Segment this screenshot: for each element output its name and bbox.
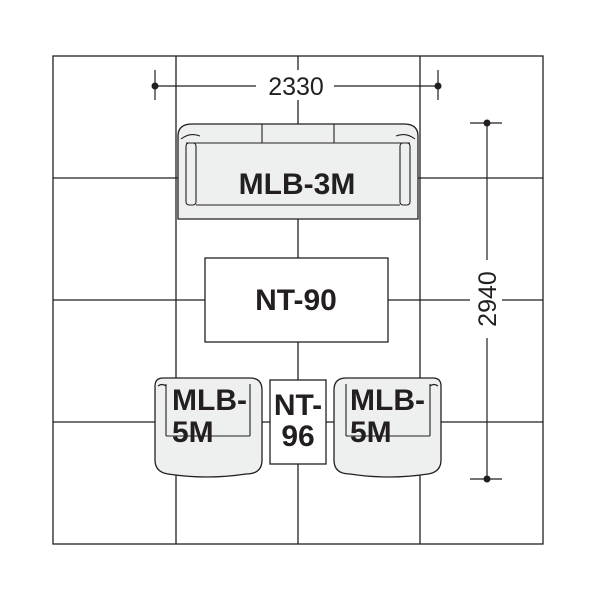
armchair-left-corner [157, 383, 167, 387]
center-table-label: NT-90 [255, 284, 337, 317]
width-dimension-dot-right [434, 82, 442, 90]
center-table-top [204, 257, 389, 343]
sofa-three-seat-arm-right [399, 142, 411, 206]
sofa-three-seat-corner-right [395, 133, 416, 140]
sofa-three-seat-corner-left [180, 133, 201, 140]
sofa-three-seat-frame [177, 123, 419, 220]
sofa-three-seat-label: MLB-3M [239, 168, 356, 201]
side-table-label-line2: 96 [281, 420, 314, 453]
depth-dimension: 2940 [470, 119, 502, 483]
depth-dimension-dot-bottom [483, 475, 491, 483]
armchair-right: MLB- 5M [333, 377, 442, 478]
width-dimension-label: 2330 [268, 73, 324, 101]
armchair-left-frame [154, 377, 263, 478]
armchair-right-label-line2: 5M [350, 416, 392, 449]
depth-dimension-mask [470, 258, 502, 340]
side-table-top [269, 379, 327, 465]
armchair-left-label-line1: MLB- [172, 384, 247, 417]
depth-dimension-label: 2940 [474, 271, 502, 327]
center-table: NT-90 [204, 257, 389, 343]
depth-dimension-dot-top [483, 119, 491, 127]
armchair-right-frame [333, 377, 442, 478]
armchair-left-label-line2: 5M [172, 416, 214, 449]
armchair-right-label-line1: MLB- [350, 384, 425, 417]
armchair-right-corner [429, 383, 439, 387]
sofa-three-seat-arm-left [185, 142, 197, 206]
width-dimension: 2330 [151, 70, 442, 101]
sofa-three-seat: MLB-3M [177, 123, 419, 220]
armchair-left: MLB- 5M [154, 377, 263, 478]
side-table-label-line1: NT- [274, 389, 322, 422]
width-dimension-mask [256, 70, 336, 100]
side-table: NT- 96 [269, 379, 327, 465]
width-dimension-dot-left [151, 82, 159, 90]
